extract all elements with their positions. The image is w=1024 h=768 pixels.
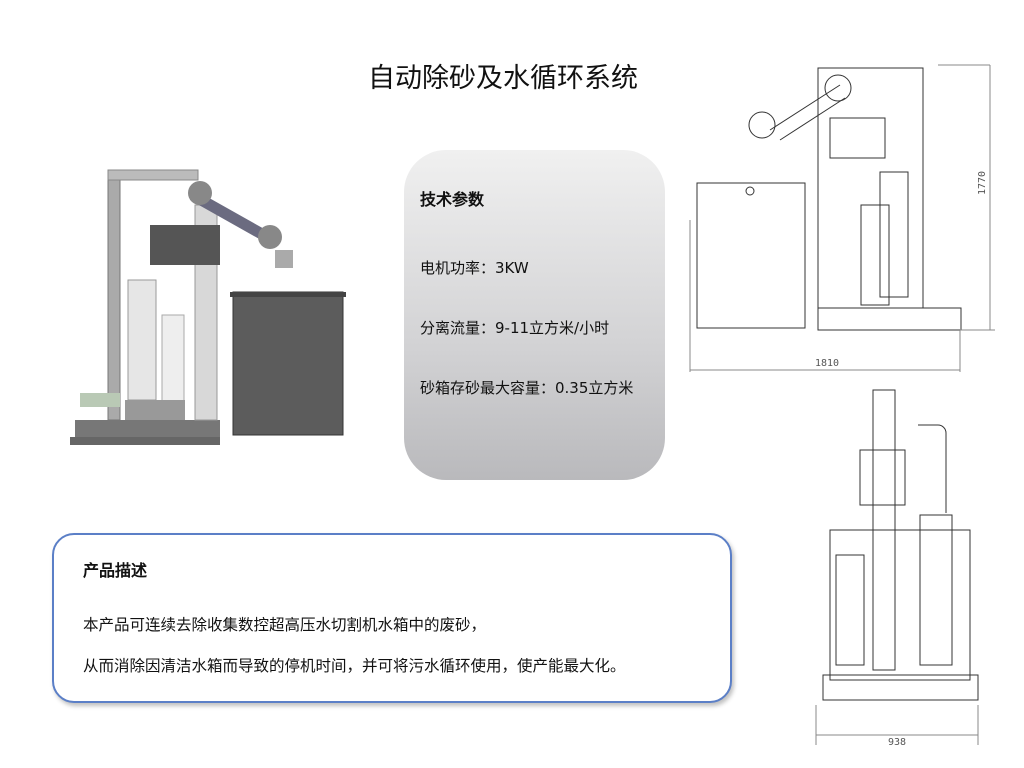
description-heading: 产品描述 <box>83 561 148 580</box>
tech-params-card: 技术参数 电机功率：3KW 分离流量：9-11立方米/小时 砂箱存砂最大容量：0… <box>404 150 665 480</box>
height-dimension-label: 1770 <box>977 171 988 195</box>
param-flow-rate: 分离流量：9-11立方米/小时 <box>420 319 610 337</box>
tech-params-heading: 技术参数 <box>420 190 485 209</box>
front-view-drawing: 938 <box>815 389 979 748</box>
description-line-1: 本产品可连续去除收集数控超高压水切割机水箱中的废砂， <box>83 616 487 634</box>
description-line-2: 从而消除因清洁水箱而导致的停机时间，并可将污水循环使用，使产能最大化。 <box>83 657 626 675</box>
product-render-image <box>70 169 346 445</box>
product-description-box: 产品描述 本产品可连续去除收集数控超高压水切割机水箱中的废砂， 从而消除因清洁水… <box>52 533 732 703</box>
width-dimension-label: 1810 <box>815 358 839 369</box>
param-sand-capacity: 砂箱存砂最大容量：0.35立方米 <box>420 379 634 397</box>
slide-title: 自动除砂及水循环系统 <box>368 63 638 94</box>
side-view-drawing: 1770 1810 <box>689 64 995 372</box>
param-motor-power: 电机功率：3KW <box>420 259 529 277</box>
front-width-dimension-label: 938 <box>888 737 906 748</box>
